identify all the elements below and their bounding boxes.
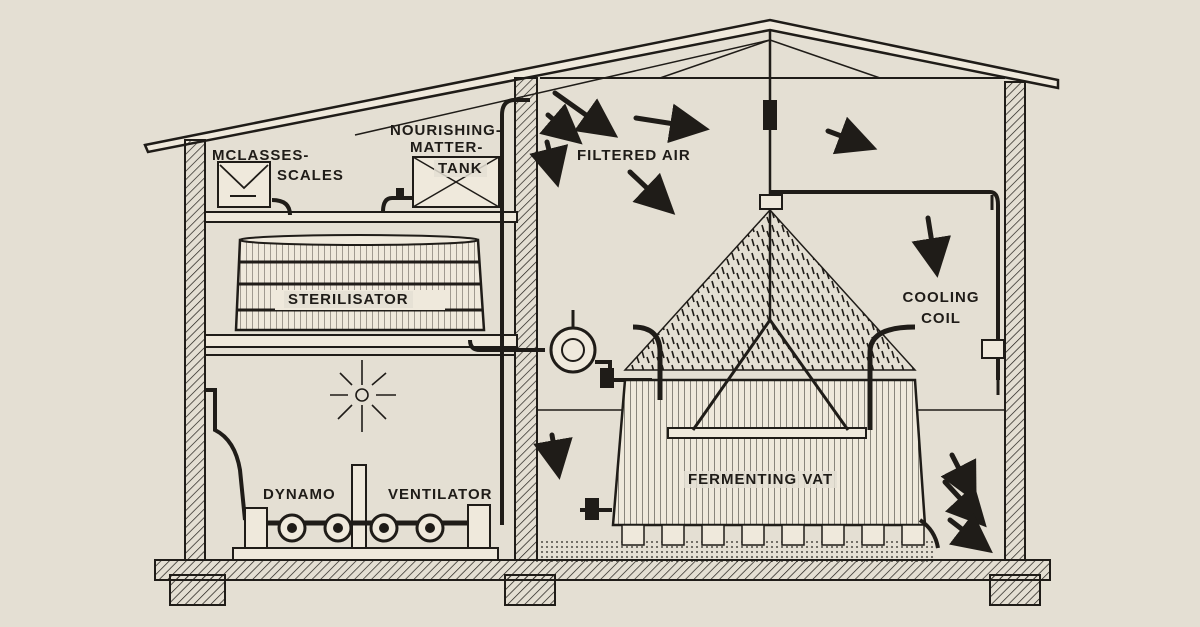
machinery — [232, 464, 499, 561]
fermenting-vat — [580, 208, 940, 549]
molasses-scales — [217, 161, 292, 216]
label-filtered-air: FILTERED AIR — [577, 147, 691, 164]
label-coil: COIL — [921, 310, 961, 327]
label-cooling: COOLING — [902, 289, 980, 306]
walls — [184, 77, 1026, 561]
pipes — [205, 98, 545, 525]
label-molasses: MCLASSES- — [212, 147, 310, 164]
air-arrows — [529, 90, 993, 554]
sterilisator — [234, 234, 486, 332]
label-nourishing-line3: TANK — [434, 160, 487, 177]
label-scales: SCALES — [277, 167, 344, 184]
label-dynamo: DYNAMO — [263, 486, 336, 503]
air-pipe — [759, 100, 1000, 380]
label-fermenting-vat: FERMENTING VAT — [684, 471, 838, 488]
label-ventilator: VENTILATOR — [388, 486, 493, 503]
label-nourishing-line2: MATTER- — [410, 139, 484, 156]
label-sterilisator: STERILISATOR — [284, 291, 413, 308]
cooling-coil — [981, 195, 1005, 395]
label-nourishing-line1: NOURISHING- — [390, 122, 502, 139]
lamp — [330, 360, 396, 432]
